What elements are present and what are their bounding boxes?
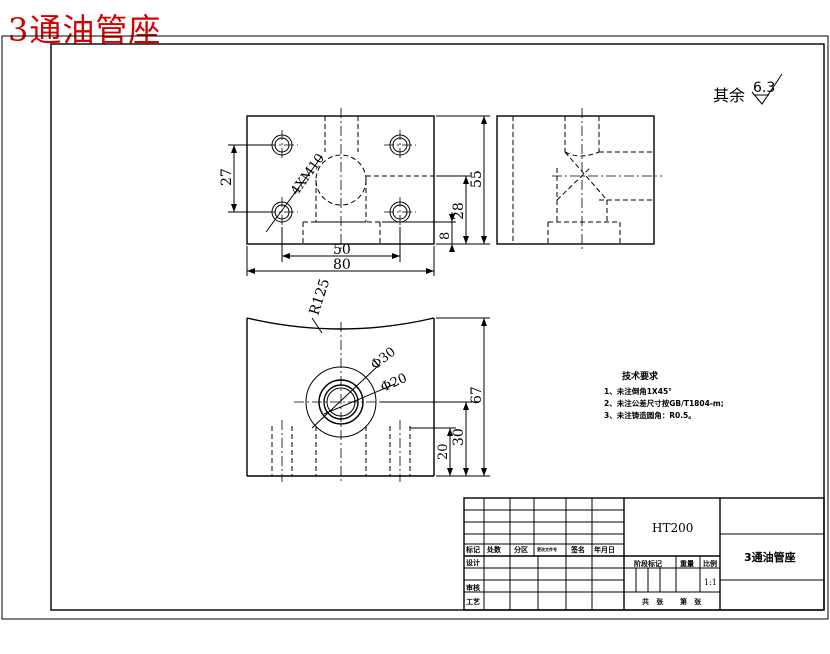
part-name: 3通油管座 (744, 550, 796, 564)
label-mark: 标记 (465, 545, 480, 554)
label-scale: 比例 (703, 559, 717, 568)
roughness-prefix: 其余 (713, 86, 745, 105)
dim-phi30: Φ30 (368, 345, 399, 374)
tech-note-3: 3、未注铸造圆角：R0.5。 (604, 410, 696, 420)
label-stage: 阶段标记 (634, 559, 662, 568)
dim-80: 80 (333, 257, 351, 273)
drawing-title: 3通油管座 (8, 11, 162, 49)
inner-frame (50, 43, 825, 611)
roughness-value: 6.3 (753, 80, 775, 96)
roughness-symbol: 6.3 (751, 73, 783, 105)
tech-notes-heading: 技术要求 (622, 370, 659, 382)
label-zone: 分区 (514, 545, 528, 554)
label-sheet-no: 第 张 (680, 597, 702, 606)
dim-55: 55 (469, 170, 485, 188)
dim-4xm10: 4XM10 (288, 151, 328, 198)
tech-note-1: 1、未注倒角1X45° (604, 386, 672, 396)
label-sheets-total: 共 张 (642, 597, 664, 606)
dim-8: 8 (438, 232, 453, 240)
label-weight: 重量 (680, 559, 694, 568)
label-sign: 签名 (570, 545, 585, 554)
dim-phi20: Φ20 (379, 371, 410, 396)
label-process: 工艺 (466, 597, 480, 606)
side-view (496, 108, 662, 252)
label-review: 审核 (466, 583, 480, 592)
dim-r125: R125 (307, 277, 334, 317)
title-block: HT200 3通油管座 标记 处数 分区 更改文件号 签名 年月日 设计 审核 … (463, 497, 825, 611)
material: HT200 (652, 521, 693, 535)
dim-67: 67 (469, 386, 485, 404)
dim-50: 50 (333, 242, 351, 258)
dim-30: 30 (451, 428, 467, 446)
front-view: 27 4XM10 55 28 8 50 80 (219, 108, 490, 276)
label-change-doc: 更改文件号 (537, 546, 557, 552)
tech-notes: 技术要求 1、未注倒角1X45° 2、未注公差尺寸按GB/T1804-m; 3、… (604, 370, 724, 420)
scale-value: 1:1 (704, 578, 717, 587)
top-view: R125 Φ30 Φ20 67 30 2 (246, 277, 490, 484)
tech-note-2: 2、未注公差尺寸按GB/T1804-m; (604, 398, 724, 408)
label-design: 设计 (466, 558, 480, 567)
outer-frame (1, 35, 829, 620)
label-count: 处数 (486, 545, 502, 554)
dim-20: 20 (436, 443, 451, 460)
dim-27: 27 (219, 168, 235, 186)
label-date: 年月日 (594, 545, 615, 554)
dim-28: 28 (451, 202, 467, 220)
